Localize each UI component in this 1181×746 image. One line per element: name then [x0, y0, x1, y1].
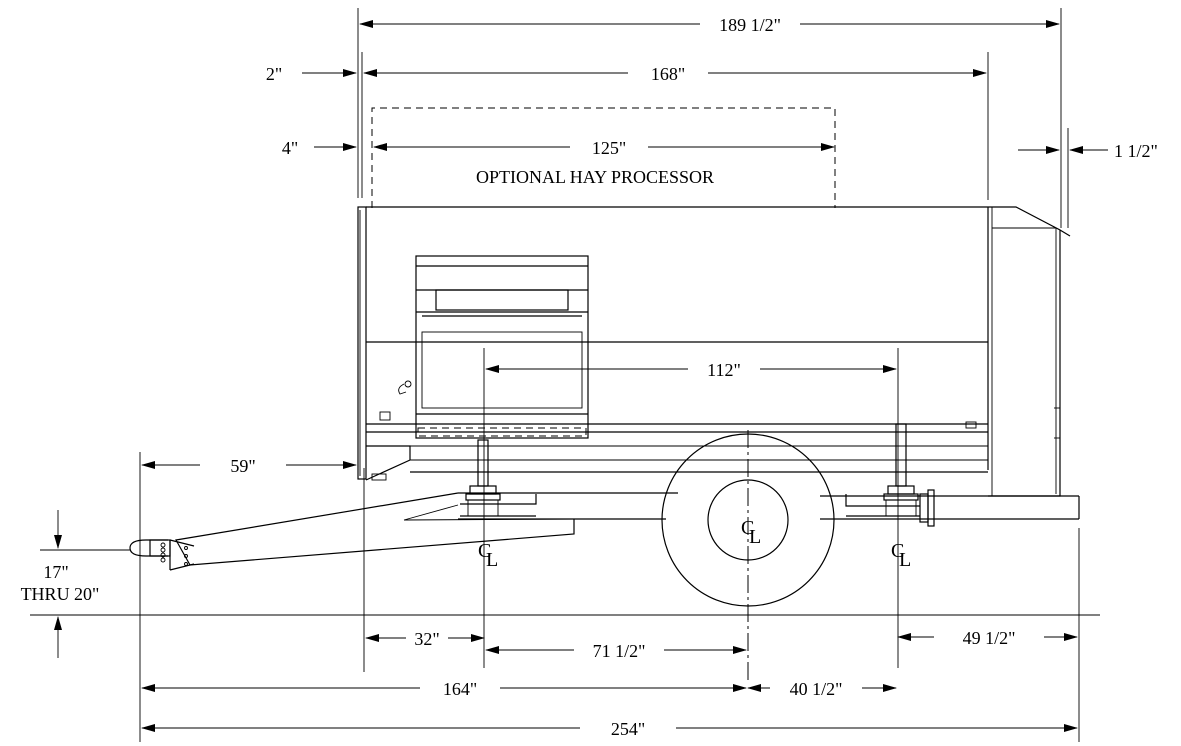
dim-body-length: 168"	[651, 64, 685, 84]
dimension-labels: 189 1/2" 168" 2" 4" 125" OPTIONAL HAY PR…	[21, 15, 1158, 739]
dim-axle1-to-wheel: 71 1/2"	[593, 641, 646, 661]
dimension-lines	[54, 20, 1108, 732]
dim-front-overhang: 59"	[230, 456, 255, 476]
dim-front-offset: 2"	[266, 64, 282, 84]
dim-wheel-to-axle2: 40 1/2"	[790, 679, 843, 699]
dim-overall-length: 254"	[611, 719, 645, 739]
centerline-l-axle1: L	[486, 549, 498, 571]
trailer-body	[357, 206, 1071, 497]
dim-front-to-axle1: 32"	[414, 629, 439, 649]
dim-processor-length: 125"	[592, 138, 626, 158]
dim-hitch-to-wheel: 164"	[443, 679, 477, 699]
hay-processor-outline	[371, 107, 836, 208]
extension-lines	[30, 8, 1100, 742]
centerline-l-wheel: L	[749, 526, 761, 548]
dim-hitch-height-line2: THRU 20"	[21, 584, 100, 604]
dim-processor-offset: 4"	[282, 138, 298, 158]
dim-overall-box: 189 1/2"	[719, 15, 781, 35]
centerline-c-wheel: C	[741, 517, 754, 539]
dim-hitch-height-line1: 17"	[43, 562, 68, 582]
dim-rear-offset: 1 1/2"	[1114, 141, 1158, 161]
dim-axle2-to-rear: 49 1/2"	[963, 628, 1016, 648]
centerline-c-axle1: C	[478, 540, 491, 562]
processor-label: OPTIONAL HAY PROCESSOR	[476, 167, 714, 187]
centerline-l-axle2: L	[899, 549, 911, 571]
centerline-c-axle2: C	[891, 540, 904, 562]
centerline-symbols: C L C L C L	[478, 517, 911, 571]
dim-axle-spacing: 112"	[707, 360, 741, 380]
centerlines	[483, 348, 899, 680]
trailer-chassis	[129, 423, 1080, 571]
